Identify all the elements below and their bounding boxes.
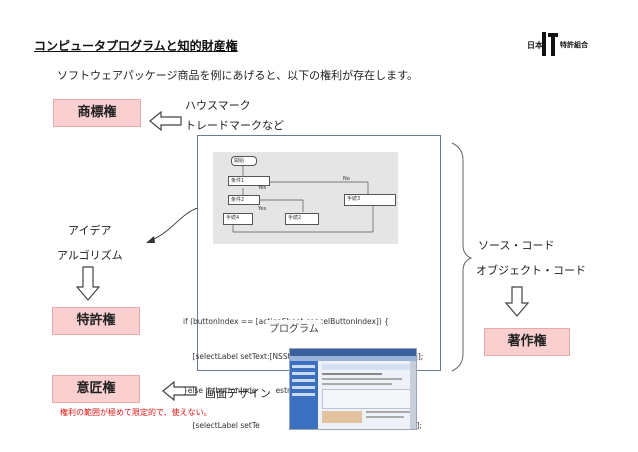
thumb-line	[322, 383, 392, 385]
thumb-header	[322, 364, 410, 370]
trademark-label-trademark: トレードマークなど	[185, 119, 284, 132]
thumb-side-item	[292, 386, 315, 389]
warning-text: 権利の範囲が極めて限定的で、使えない。	[60, 408, 212, 417]
thumb-side-item	[292, 393, 315, 396]
thumb-side-item	[292, 365, 315, 368]
thumb-side-item	[292, 372, 315, 375]
thumb-toolbar	[290, 356, 416, 361]
thumb-panel	[322, 389, 412, 409]
trademark-badge: 商標権	[53, 99, 141, 127]
screen-design-label: 画面デザイン	[205, 387, 271, 400]
flow-yes2: Yes	[258, 206, 267, 212]
design-arrow-icon	[162, 380, 197, 402]
flow-proc4: 手続4	[223, 213, 253, 225]
object-code-label: オブジェクト・コード	[476, 264, 586, 277]
flow-start: 開始	[231, 156, 257, 166]
subtitle-text: ソフトウェアパッケージ商品を例にあげると、以下の権利が存在します。	[57, 69, 419, 82]
thumb-image	[322, 411, 362, 423]
flow-yes1: Yes	[258, 185, 267, 191]
trademark-arrow-icon	[149, 110, 182, 132]
thumb-line	[322, 373, 382, 375]
patent-down-arrow-icon	[75, 266, 101, 301]
copyright-badge: 著作権	[484, 328, 570, 356]
company-logo: 日本 特許組合	[527, 32, 589, 58]
idea-pointer-arrowhead	[146, 236, 155, 243]
screen-design-thumbnail	[289, 348, 417, 430]
trademark-label-housemark: ハウスマーク	[185, 99, 251, 112]
page-title: コンピュータプログラムと知的財産権	[34, 39, 238, 53]
source-code-label: ソース・コード	[478, 239, 555, 252]
idea-label: アイデア	[68, 224, 112, 237]
thumb-side-item	[292, 379, 315, 382]
logo-mark-i	[542, 32, 546, 56]
logo-prefix: 日本	[527, 41, 543, 50]
thumb-line	[322, 378, 402, 380]
thumb-line	[366, 411, 410, 413]
flowchart: 開始 条件1 Yes No 条件2 Yes 手続3 手続4 手続2	[213, 152, 398, 244]
thumb-scrollbar	[410, 361, 416, 429]
flow-no1: No	[343, 176, 350, 182]
flowchart-lines	[232, 165, 374, 233]
logo-mark-t-stem	[551, 33, 555, 56]
thumb-line	[366, 416, 404, 418]
logo-suffix: 特許組合	[560, 41, 588, 49]
patent-badge: 特許権	[52, 307, 140, 335]
flow-proc2: 手続2	[285, 213, 319, 225]
design-badge: 意匠権	[52, 375, 140, 403]
copyright-down-arrow-icon	[504, 286, 530, 317]
flow-proc3: 手続3	[344, 194, 396, 206]
flow-cond2: 条件2	[228, 195, 260, 205]
flow-cond1: 条件1	[228, 176, 270, 186]
thumb-titlebar	[290, 349, 416, 356]
code-bracket	[451, 142, 473, 372]
algorithm-label: アルゴリズム	[57, 249, 123, 262]
program-label: プログラム	[266, 320, 322, 335]
